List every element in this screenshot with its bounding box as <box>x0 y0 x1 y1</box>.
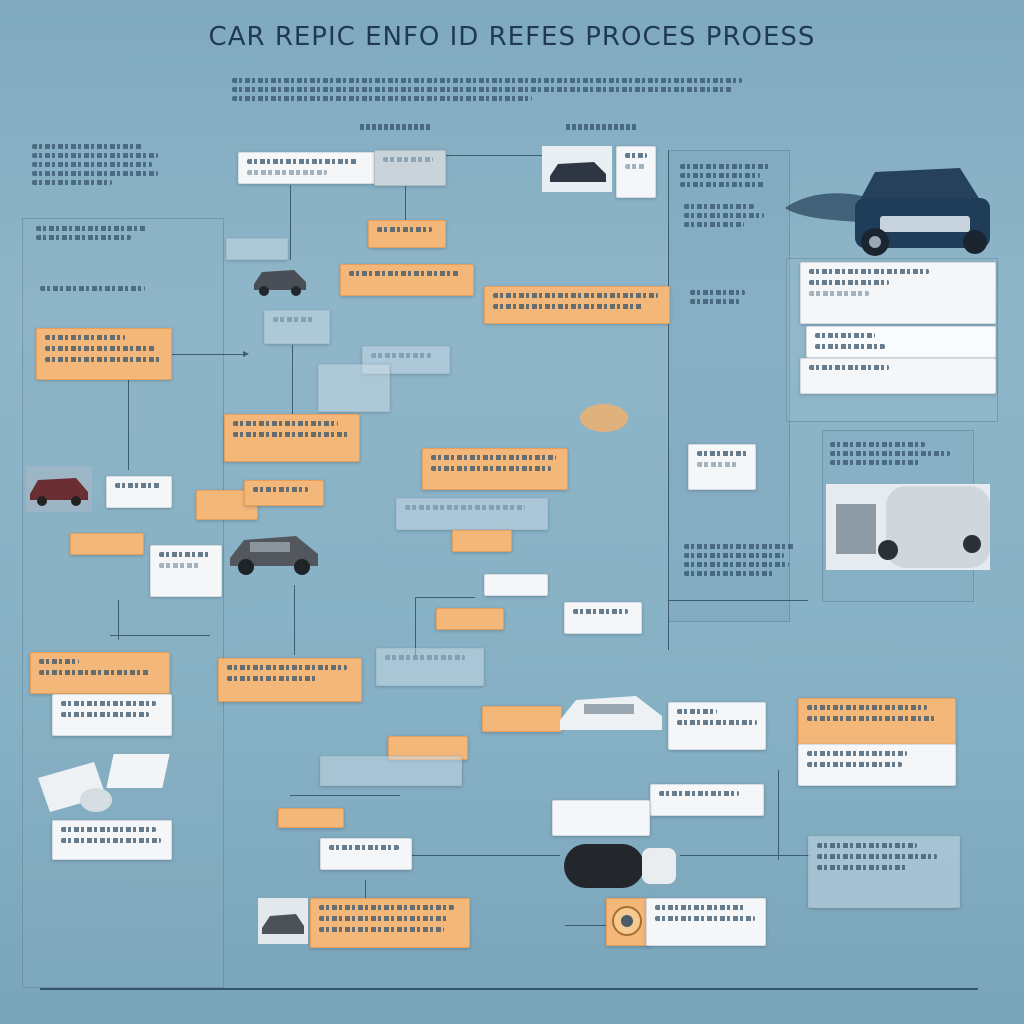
step-box-faded <box>226 238 288 260</box>
right-column-text <box>690 286 770 308</box>
step-box <box>650 784 764 816</box>
car-interior-photo <box>826 484 990 570</box>
step-box <box>552 800 650 836</box>
left-panel-heading <box>36 222 146 244</box>
connector <box>118 600 119 640</box>
connector <box>405 180 406 220</box>
note-card <box>616 146 656 198</box>
step-box-faded <box>396 498 548 530</box>
suv-car-icon <box>26 466 92 512</box>
step-box-orange <box>244 480 324 506</box>
step-box <box>564 602 642 634</box>
step-box-orange <box>422 448 568 490</box>
connector <box>680 855 810 856</box>
convertible-car-icon <box>785 168 990 256</box>
step-box-orange <box>798 698 956 746</box>
connector <box>290 795 400 796</box>
badge-icon <box>612 906 642 936</box>
intro-paragraph <box>232 74 752 105</box>
step-box <box>798 744 956 786</box>
step-box-orange <box>36 328 172 380</box>
step-box <box>52 820 172 860</box>
column-header-right <box>566 124 636 130</box>
step-box <box>238 152 375 184</box>
step-box-faded <box>376 648 484 686</box>
step-box-orange <box>452 530 512 552</box>
step-box-orange <box>278 808 344 828</box>
sponge-icon <box>580 404 628 432</box>
connector <box>415 597 475 598</box>
connector <box>290 185 291 260</box>
step-box <box>150 545 222 597</box>
connector <box>110 635 210 636</box>
right-column-text <box>684 200 774 231</box>
step-box <box>668 702 766 750</box>
right-column-text <box>680 160 780 191</box>
step-box <box>374 150 446 186</box>
step-box-orange <box>310 898 470 948</box>
right-column-text <box>684 540 804 580</box>
connector <box>565 925 625 926</box>
step-box-orange <box>218 658 362 702</box>
step-box <box>484 574 548 596</box>
paper-roll-icon <box>38 754 170 812</box>
step-box <box>688 444 756 490</box>
step-box <box>52 694 172 736</box>
step-box-orange <box>340 264 474 296</box>
step-box <box>106 476 172 508</box>
step-box-orange <box>70 533 144 555</box>
step-box <box>646 898 766 946</box>
step-box-orange <box>484 286 670 324</box>
step-box-faded <box>318 364 390 412</box>
connector <box>668 600 808 601</box>
step-box-faded <box>808 836 960 908</box>
side-note <box>32 140 162 189</box>
car-seat-icon <box>564 844 676 888</box>
baseline <box>40 988 978 990</box>
connector <box>668 150 669 650</box>
connector <box>445 155 545 156</box>
left-panel-subheading <box>40 282 150 295</box>
step-box-faded <box>264 310 330 344</box>
info-card <box>800 262 996 324</box>
connector <box>294 585 295 655</box>
column-header-left <box>360 124 430 130</box>
step-box-orange <box>30 652 170 694</box>
connector <box>292 345 293 415</box>
connector <box>415 597 416 657</box>
info-card <box>800 358 996 394</box>
step-box-orange <box>224 414 360 462</box>
diagram-title: CAR REPIC ENFO ID REFES PROCES PROESS <box>208 22 816 52</box>
connector-arrow <box>170 351 249 357</box>
step-box-faded <box>362 346 450 374</box>
car-thumbnail-icon <box>258 898 308 944</box>
connector <box>778 770 779 860</box>
info-card-highlight <box>806 326 996 358</box>
connector <box>128 380 129 470</box>
step-box-orange <box>368 220 446 248</box>
connector <box>410 855 560 856</box>
step-box <box>320 838 412 870</box>
step-box-faded <box>320 756 462 786</box>
right-photo-caption <box>830 438 960 469</box>
sedan-car-icon <box>230 536 318 575</box>
sedan-car-icon <box>254 270 306 296</box>
step-box-orange <box>482 706 562 732</box>
car-photo-icon <box>542 146 612 192</box>
right-column-panel <box>668 150 790 622</box>
step-box-orange <box>436 608 504 630</box>
white-car-icon <box>560 696 662 730</box>
